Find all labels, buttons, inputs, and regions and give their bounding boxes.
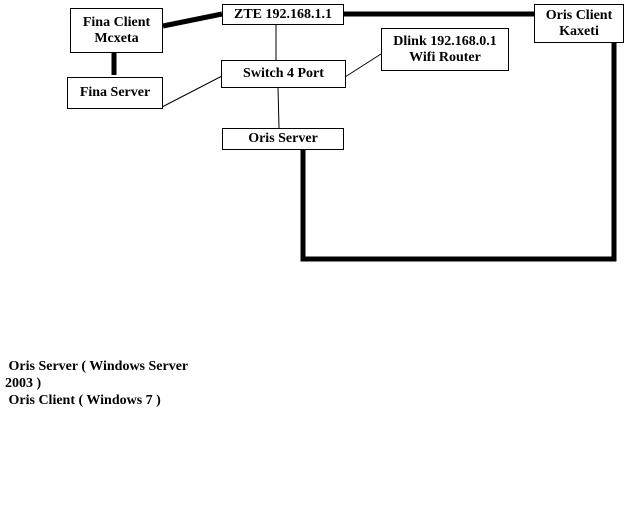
node-switch[interactable]: Switch 4 Port bbox=[221, 60, 346, 88]
note-line: 2003 ) bbox=[5, 376, 42, 391]
node-label: ZTE 192.168.1.1 bbox=[233, 6, 332, 22]
node-label: Dlink 192.168.0.1 bbox=[393, 33, 497, 49]
note-line: Oris Server ( Windows Server bbox=[5, 359, 189, 374]
node-label: Oris Client bbox=[545, 7, 613, 23]
node-sublabel: Kaxeti bbox=[559, 23, 599, 39]
note-line: Oris Client ( Windows 7 ) bbox=[5, 393, 161, 408]
node-fina-server[interactable]: Fina Server bbox=[67, 77, 163, 109]
os-notes: Oris Server ( Windows Server 2003 ) Oris… bbox=[5, 358, 188, 409]
link-switch-oris-server bbox=[277, 86, 280, 129]
node-oris-client[interactable]: Oris Client Kaxeti bbox=[534, 4, 624, 43]
node-fina-client[interactable]: Fina Client Mcxeta bbox=[70, 8, 163, 53]
link-fina-server-switch bbox=[161, 75, 223, 108]
node-sublabel: Mcxeta bbox=[94, 30, 139, 46]
node-zte-router[interactable]: ZTE 192.168.1.1 bbox=[222, 4, 344, 25]
node-dlink-router[interactable]: Dlink 192.168.0.1 Wifi Router bbox=[381, 28, 509, 71]
node-label: Oris Server bbox=[248, 131, 318, 146]
link-fina-client-zte bbox=[162, 11, 223, 29]
node-label: Switch 4 Port bbox=[243, 66, 324, 81]
link-switch-dlink bbox=[344, 53, 382, 78]
node-label: Fina Server bbox=[79, 85, 151, 100]
node-oris-server[interactable]: Oris Server bbox=[222, 128, 344, 150]
link-oris-server-oris-client bbox=[300, 42, 617, 262]
node-sublabel: Wifi Router bbox=[409, 49, 481, 65]
node-label: Fina Client bbox=[82, 14, 151, 30]
